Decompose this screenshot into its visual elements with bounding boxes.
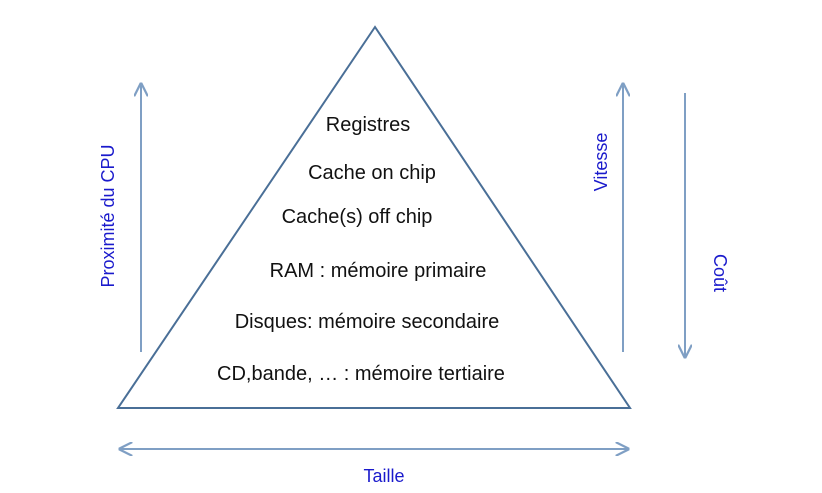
level-registres: Registres xyxy=(326,114,410,136)
level-ram: RAM : mémoire primaire xyxy=(270,260,487,282)
level-tertiaire: CD,bande, … : mémoire tertiaire xyxy=(217,363,505,385)
cost-label: Coût xyxy=(710,254,730,292)
size-label: Taille xyxy=(363,466,404,486)
level-cache-off-chip: Cache(s) off chip xyxy=(282,206,433,228)
level-disques: Disques: mémoire secondaire xyxy=(235,311,500,333)
speed-label: Vitesse xyxy=(591,133,611,192)
proximity-label: Proximité du CPU xyxy=(98,144,118,287)
pyramid-triangle xyxy=(116,25,632,409)
level-cache-on-chip: Cache on chip xyxy=(308,162,436,184)
